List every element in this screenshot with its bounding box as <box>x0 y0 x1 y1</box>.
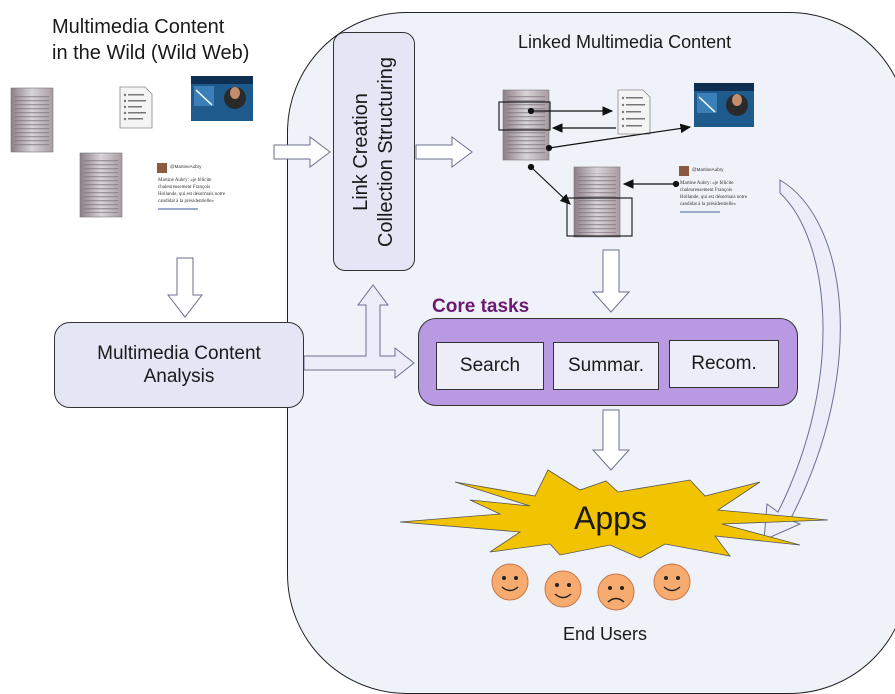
apps-label: Apps <box>574 500 647 536</box>
end-users-label: End Users <box>563 624 648 644</box>
smiley-face-3 <box>653 563 691 601</box>
linked-video-thumbnail <box>694 83 754 127</box>
core-tasks-box: Search Summar. Recom. <box>418 318 798 406</box>
wild-list-document <box>119 86 153 129</box>
wild-document-2 <box>79 152 123 218</box>
analysis-line1: Multimedia Content <box>97 343 261 364</box>
wild-web-title-line2: in the Wild (Wild Web) <box>52 42 250 64</box>
core-tasks-label: Core tasks <box>432 296 530 317</box>
link-creation-box: Link Creation Collection Structuring <box>333 32 415 271</box>
linked-document-main <box>498 89 551 161</box>
arrow-core-to-apps <box>591 409 631 471</box>
wild-tweet: @MartineAubry Martine Aubry: «je félicit… <box>157 163 226 210</box>
task-summarization: Summar. <box>553 342 659 390</box>
arrow-link-to-linked <box>415 136 473 168</box>
svg-text:chaleureusement François: chaleureusement François <box>158 185 210 190</box>
frowning-face <box>597 573 635 611</box>
smiley-face-2 <box>544 570 582 608</box>
apps-starburst <box>399 469 829 559</box>
diagram-graphics: @MartineAubry Martine Aubry: «je félicit… <box>10 76 841 559</box>
task-recommendation: Recom. <box>669 340 779 388</box>
linked-content-title: Linked Multimedia Content <box>518 32 732 52</box>
svg-text:@MartineAubry: @MartineAubry <box>692 167 724 172</box>
content-analysis-box: Multimedia Content Analysis <box>54 322 304 408</box>
svg-text:candidat à la présidentielle»: candidat à la présidentielle» <box>158 199 214 204</box>
block-arrows <box>166 136 841 541</box>
analysis-line2: Analysis <box>143 366 215 387</box>
svg-text:chaleureusement François: chaleureusement François <box>680 188 732 193</box>
linked-document-secondary <box>566 166 633 238</box>
link-creation-line1: Link Creation <box>350 92 372 211</box>
svg-text:Hollande, qui est désormais no: Hollande, qui est désormais notre <box>680 195 748 200</box>
wild-web-title: Multimedia Content in the Wild (Wild Web… <box>52 14 249 66</box>
linked-tweet: @MartineAubry Martine Aubry: «je félicit… <box>679 166 748 213</box>
arrow-linked-to-core <box>591 249 631 313</box>
link-arrows <box>527 106 692 205</box>
svg-text:Martine Aubry: «je félicite: Martine Aubry: «je félicite <box>680 181 734 186</box>
svg-text:candidat à la présidentielle»: candidat à la présidentielle» <box>680 202 736 207</box>
svg-text:Martine Aubry: «je félicite: Martine Aubry: «je félicite <box>158 178 212 183</box>
svg-text:Hollande, qui est désormais no: Hollande, qui est désormais notre <box>158 192 226 197</box>
smiley-face-1 <box>491 563 529 601</box>
wild-document-1 <box>10 87 54 153</box>
link-creation-label: Link Creation Collection Structuring <box>349 56 399 246</box>
wild-video-thumbnail <box>191 76 253 121</box>
linked-list-document <box>617 89 651 135</box>
svg-text:@MartineAubry: @MartineAubry <box>170 164 202 169</box>
arrow-wild-to-analysis <box>166 257 204 318</box>
arrow-analysis-to-link-and-core <box>303 284 415 380</box>
task-search: Search <box>436 342 544 390</box>
wild-web-title-line1: Multimedia Content <box>52 16 225 38</box>
end-users-faces <box>491 563 691 611</box>
collection-structuring-line2: Collection Structuring <box>375 56 397 247</box>
arrow-wild-to-link <box>273 136 331 168</box>
